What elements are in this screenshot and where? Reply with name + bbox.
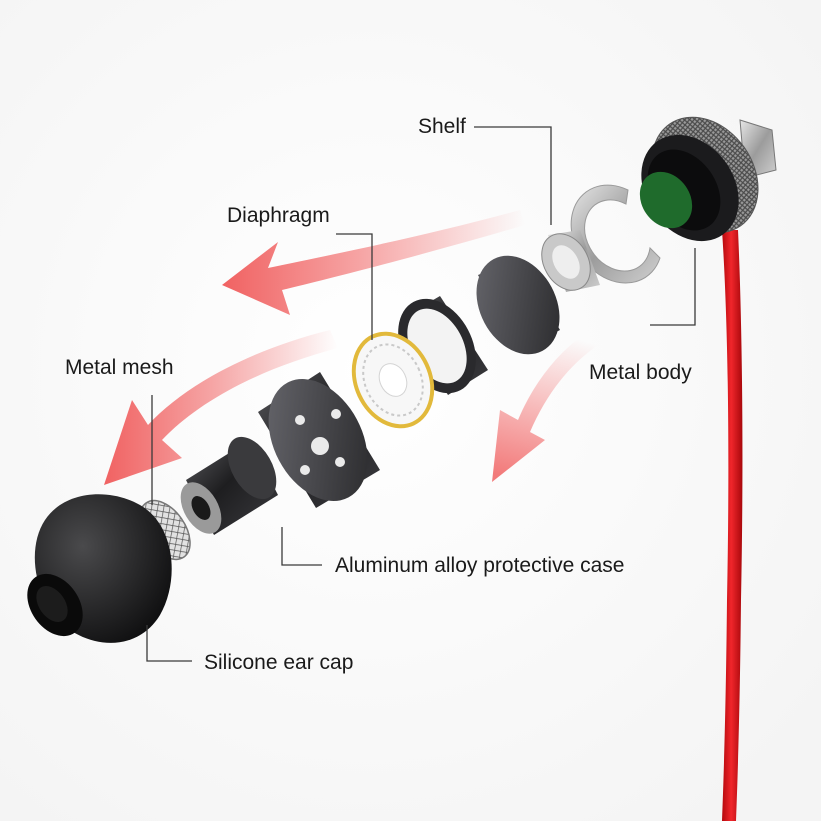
label-diaphragm: Diaphragm [227,204,330,227]
cable-icon [722,230,743,821]
leader-line-metal-body [650,248,696,326]
metal-body [639,116,777,242]
leader-line-shelf [474,126,552,225]
middle-ring [398,296,488,395]
leader-lines [146,126,696,662]
silicone-ear-cap [27,494,172,643]
label-metal-body: Metal body [589,361,692,384]
nozzle [180,436,278,535]
arrow-icon [492,330,598,482]
leader-line-aluminum-case [281,527,322,566]
back-cylinder [476,255,560,355]
leader-line-diaphragm [336,233,373,340]
label-aluminum-case: Aluminum alloy protective case [335,554,625,577]
shelf-ring [541,230,600,292]
label-silicone-cap: Silicone ear cap [204,651,354,674]
arrow-icon [222,210,525,315]
diaphragm-disc [351,331,435,429]
leader-line-silicone-cap [146,625,192,662]
label-metal-mesh: Metal mesh [65,356,174,379]
front-housing [258,372,380,508]
washer [570,184,661,284]
label-shelf: Shelf [418,115,466,138]
arrow-icon [104,330,338,485]
